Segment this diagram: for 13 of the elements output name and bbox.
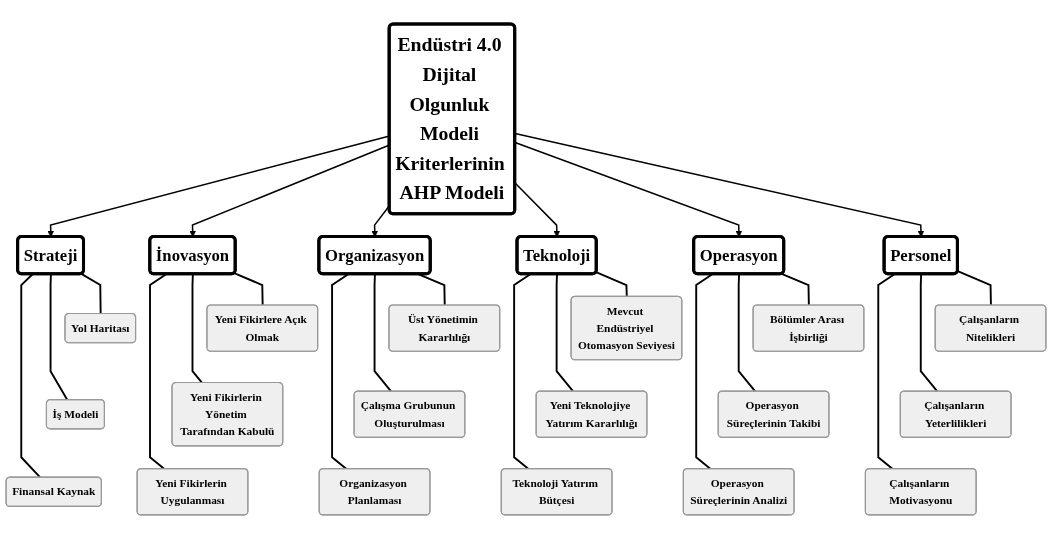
- connector: [191, 273, 204, 384]
- connector: [513, 273, 532, 470]
- connector: [20, 273, 42, 479]
- connector: [595, 271, 628, 298]
- connector: [919, 273, 939, 393]
- connector: [737, 273, 757, 393]
- connector: [877, 273, 896, 470]
- connector: [555, 273, 575, 393]
- connector: [149, 273, 168, 470]
- connector: [373, 273, 393, 393]
- connector: [49, 273, 69, 401]
- connector: [695, 273, 714, 470]
- connector: [331, 273, 350, 470]
